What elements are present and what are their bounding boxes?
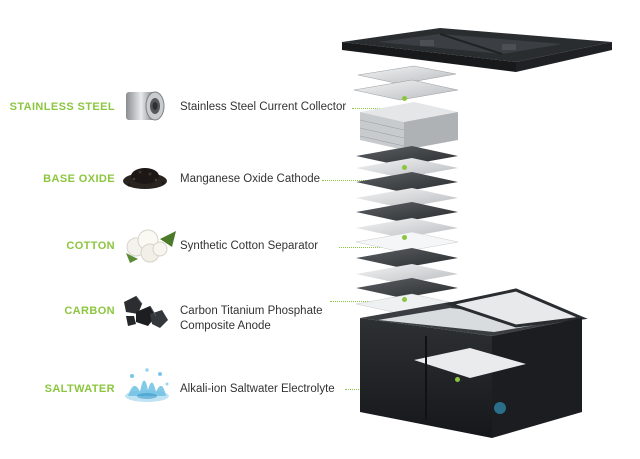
category-saltwater: SALTWATER <box>44 383 115 395</box>
category-cotton: COTTON <box>66 240 115 252</box>
marker-dot-electrolyte <box>455 377 460 382</box>
leader-line-collector <box>352 108 404 109</box>
marker-dot-separator <box>402 235 407 240</box>
marker-dot-cathode <box>402 165 407 170</box>
leader-line-cathode <box>322 180 404 181</box>
cotton-boll-icon <box>126 229 176 263</box>
description-electrolyte: Alkali-ion Saltwater Electrolyte <box>180 383 335 395</box>
description-anode-line1: Carbon Titanium Phosphate <box>180 305 323 317</box>
description-current-collector: Stainless Steel Current Collector <box>180 101 347 113</box>
leader-line-anode <box>330 301 404 302</box>
plate-stack <box>353 65 459 315</box>
battery-base-box <box>360 288 588 438</box>
category-base-oxide: BASE OXIDE <box>43 173 115 185</box>
description-cathode: Manganese Oxide Cathode <box>180 173 321 185</box>
description-separator: Synthetic Cotton Separator <box>180 240 319 252</box>
category-carbon: CARBON <box>64 305 115 317</box>
marker-dot-collector <box>402 96 407 101</box>
leader-line-separator <box>339 247 404 248</box>
battery-stack-illustration <box>342 28 612 438</box>
description-anode-line2: Composite Anode <box>180 320 271 332</box>
description-anode: Carbon Titanium Phosphate Composite Anod… <box>180 304 323 334</box>
steel-cylinder-icon <box>126 91 165 121</box>
marker-dot-anode <box>402 297 407 302</box>
category-stainless-steel: STAINLESS STEEL <box>9 101 115 113</box>
carbon-chunks-icon <box>124 295 168 328</box>
water-splash-icon <box>125 368 169 402</box>
battery-lid <box>342 28 612 72</box>
oxide-powder-icon <box>123 168 167 189</box>
